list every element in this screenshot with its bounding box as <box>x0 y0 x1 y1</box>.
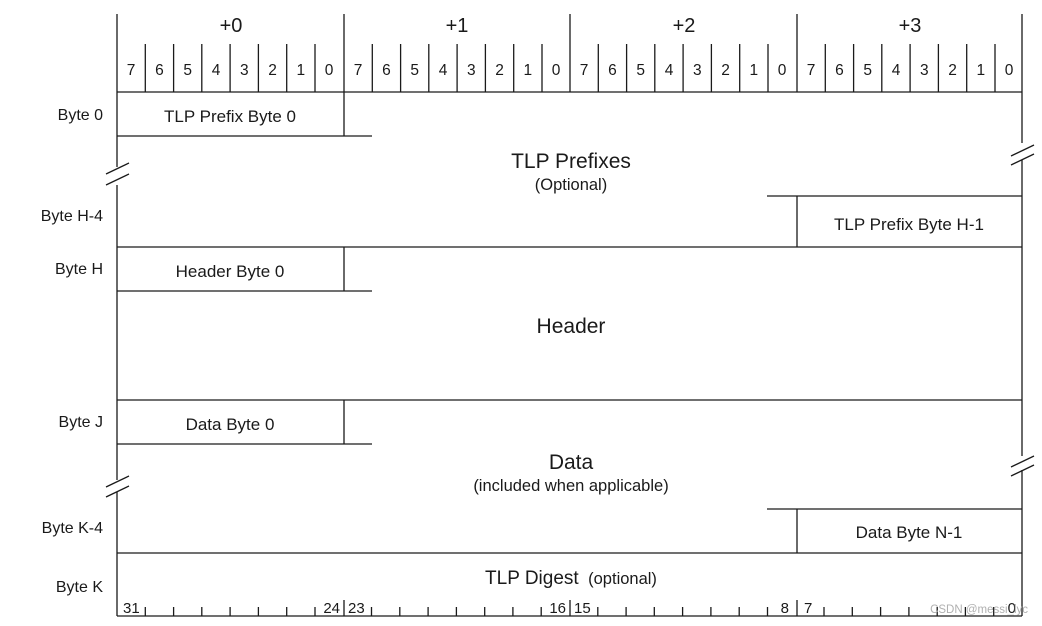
tlp-prefixes-label: TLP Prefixes <box>511 150 631 173</box>
tlp-prefix-byte-h-1-label: TLP Prefix Byte H-1 <box>834 215 984 234</box>
frame-lines <box>105 91 1035 617</box>
digest-bit-23: 23 <box>348 600 365 617</box>
bit-number-3-0: 7 <box>807 62 816 79</box>
byte-header-1: +1 <box>446 15 469 37</box>
byte-header-2: +2 <box>673 15 696 37</box>
row-label-byte-k: Byte K <box>56 579 103 596</box>
bit-number-2-7: 0 <box>778 62 787 79</box>
bit-number-row: 7 6 5 4 3 2 1 0 7 6 5 4 3 2 1 0 7 6 5 4 3 2 1 0 7 6 5 4 3 2 1 0 <box>127 62 1014 79</box>
bit-number-3-4: 3 <box>920 62 929 79</box>
header-label: Header <box>537 315 606 338</box>
row-label-byte-j: Byte J <box>59 414 103 431</box>
tlp-prefixes-note: (Optional) <box>535 176 607 194</box>
row-label-byte-k-4: Byte K-4 <box>42 520 103 537</box>
data-byte-n-1-label: Data Byte N-1 <box>856 523 963 542</box>
byte-headers: +0 +1 +2 +3 <box>220 15 922 37</box>
bit-number-0-0: 7 <box>127 62 136 79</box>
byte-header-3: +3 <box>899 15 922 37</box>
bit-number-0-6: 1 <box>296 62 305 79</box>
bit-number-3-1: 6 <box>835 62 844 79</box>
bit-number-1-4: 3 <box>467 62 476 79</box>
bit-number-1-1: 6 <box>382 62 391 79</box>
bit-number-2-1: 6 <box>608 62 617 79</box>
tlp-digest-note: (optional) <box>588 570 657 588</box>
digest-bit-8: 8 <box>781 600 789 617</box>
digest-bit-0: 0 <box>1008 600 1016 617</box>
tlp-digest-title: TLP Digest <box>485 568 579 589</box>
bit-number-3-3: 4 <box>892 62 901 79</box>
digest-bit-15: 15 <box>574 600 591 617</box>
bit-number-1-3: 4 <box>439 62 448 79</box>
digest-bit-ruler: 31 24 23 16 15 8 7 0 <box>123 600 1016 617</box>
data-byte-0-label: Data Byte 0 <box>186 415 275 434</box>
bit-number-1-0: 7 <box>354 62 363 79</box>
bit-number-3-2: 5 <box>863 62 872 79</box>
bit-number-2-2: 5 <box>636 62 645 79</box>
bit-number-0-2: 5 <box>183 62 192 79</box>
tlp-digest-label: TLP Digest (optional) <box>485 568 657 589</box>
bit-number-0-4: 3 <box>240 62 249 79</box>
digest-bit-31: 31 <box>123 600 140 617</box>
digest-bit-16: 16 <box>549 600 566 617</box>
tlp-prefix-byte-0-label: TLP Prefix Byte 0 <box>164 107 296 126</box>
bit-number-2-0: 7 <box>580 62 589 79</box>
header-grid <box>116 14 1023 92</box>
row-label-byte-h-4: Byte H-4 <box>41 208 103 225</box>
header-byte-0-label: Header Byte 0 <box>176 262 285 281</box>
bit-number-1-2: 5 <box>410 62 419 79</box>
data-note: (included when applicable) <box>473 477 668 495</box>
row-label-byte-h: Byte H <box>55 261 103 278</box>
bit-number-1-6: 1 <box>523 62 532 79</box>
row-labels: Byte 0 Byte H-4 Byte H Byte J Byte K-4 B… <box>41 107 104 596</box>
row-label-byte-0: Byte 0 <box>58 107 103 124</box>
bit-number-1-5: 2 <box>495 62 504 79</box>
bit-number-3-5: 2 <box>948 62 957 79</box>
data-label: Data <box>549 451 594 474</box>
bit-number-2-6: 1 <box>749 62 758 79</box>
bit-number-0-5: 2 <box>268 62 277 79</box>
bit-number-0-1: 6 <box>155 62 164 79</box>
bit-number-1-7: 0 <box>552 62 561 79</box>
bit-number-0-3: 4 <box>212 62 221 79</box>
cell-labels: TLP Prefix Byte 0 TLP Prefixes (Optional… <box>164 107 984 589</box>
bit-number-2-4: 3 <box>693 62 702 79</box>
bit-number-3-6: 1 <box>976 62 985 79</box>
bit-number-2-5: 2 <box>721 62 730 79</box>
digest-bit-7: 7 <box>804 600 812 617</box>
bit-number-2-3: 4 <box>665 62 674 79</box>
bit-number-0-7: 0 <box>325 62 334 79</box>
bit-number-3-7: 0 <box>1005 62 1014 79</box>
digest-bit-24: 24 <box>323 600 340 617</box>
byte-header-0: +0 <box>220 15 243 37</box>
watermark: CSDN @messi_lyc <box>930 604 1028 616</box>
